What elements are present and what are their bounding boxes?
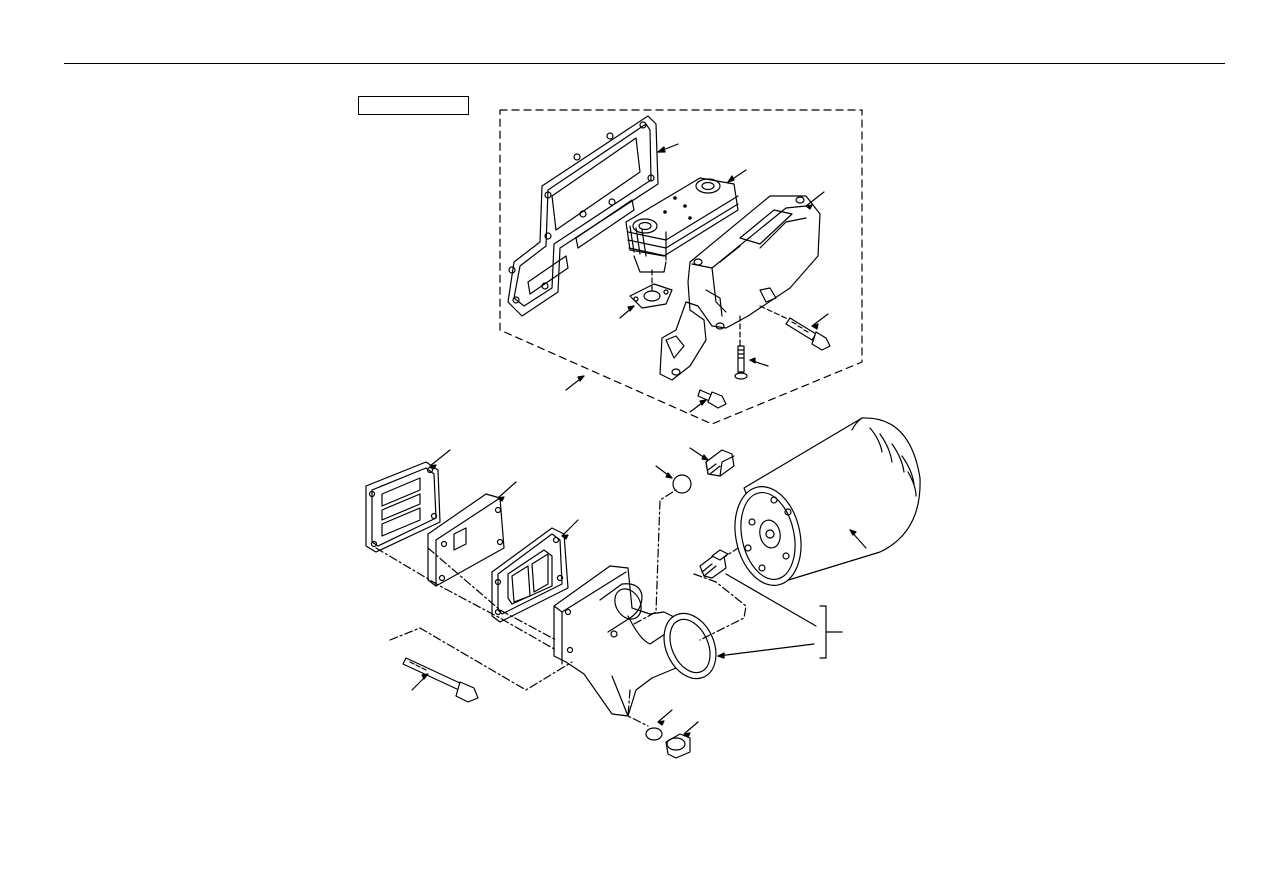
adapter-plate bbox=[427, 481, 517, 587]
filter-nipple bbox=[699, 549, 817, 627]
top-rule bbox=[64, 63, 1225, 64]
plug-upper bbox=[689, 447, 735, 477]
adapter-gasket-1 bbox=[365, 449, 451, 553]
small-gasket bbox=[619, 269, 673, 319]
plug-lower bbox=[665, 721, 699, 759]
o-ring-upper bbox=[655, 465, 692, 494]
adapter-bolt bbox=[402, 657, 479, 703]
oil-filter bbox=[734, 417, 921, 586]
figure-label-box bbox=[358, 96, 469, 115]
oil-filter-adapter bbox=[553, 565, 815, 717]
callout-bracket bbox=[819, 605, 843, 659]
housing-bolt-short bbox=[689, 389, 727, 413]
oil-cooler-gasket bbox=[507, 115, 679, 317]
housing-bolt-long bbox=[785, 313, 831, 351]
oil-cooler-housing bbox=[659, 191, 825, 381]
oil-cooler-core bbox=[625, 169, 747, 273]
o-ring-lower bbox=[645, 709, 673, 741]
oil-cooler-assembly-outline bbox=[499, 109, 863, 425]
adapter-gasket-2 bbox=[491, 519, 579, 623]
pin-bolt bbox=[734, 345, 769, 380]
